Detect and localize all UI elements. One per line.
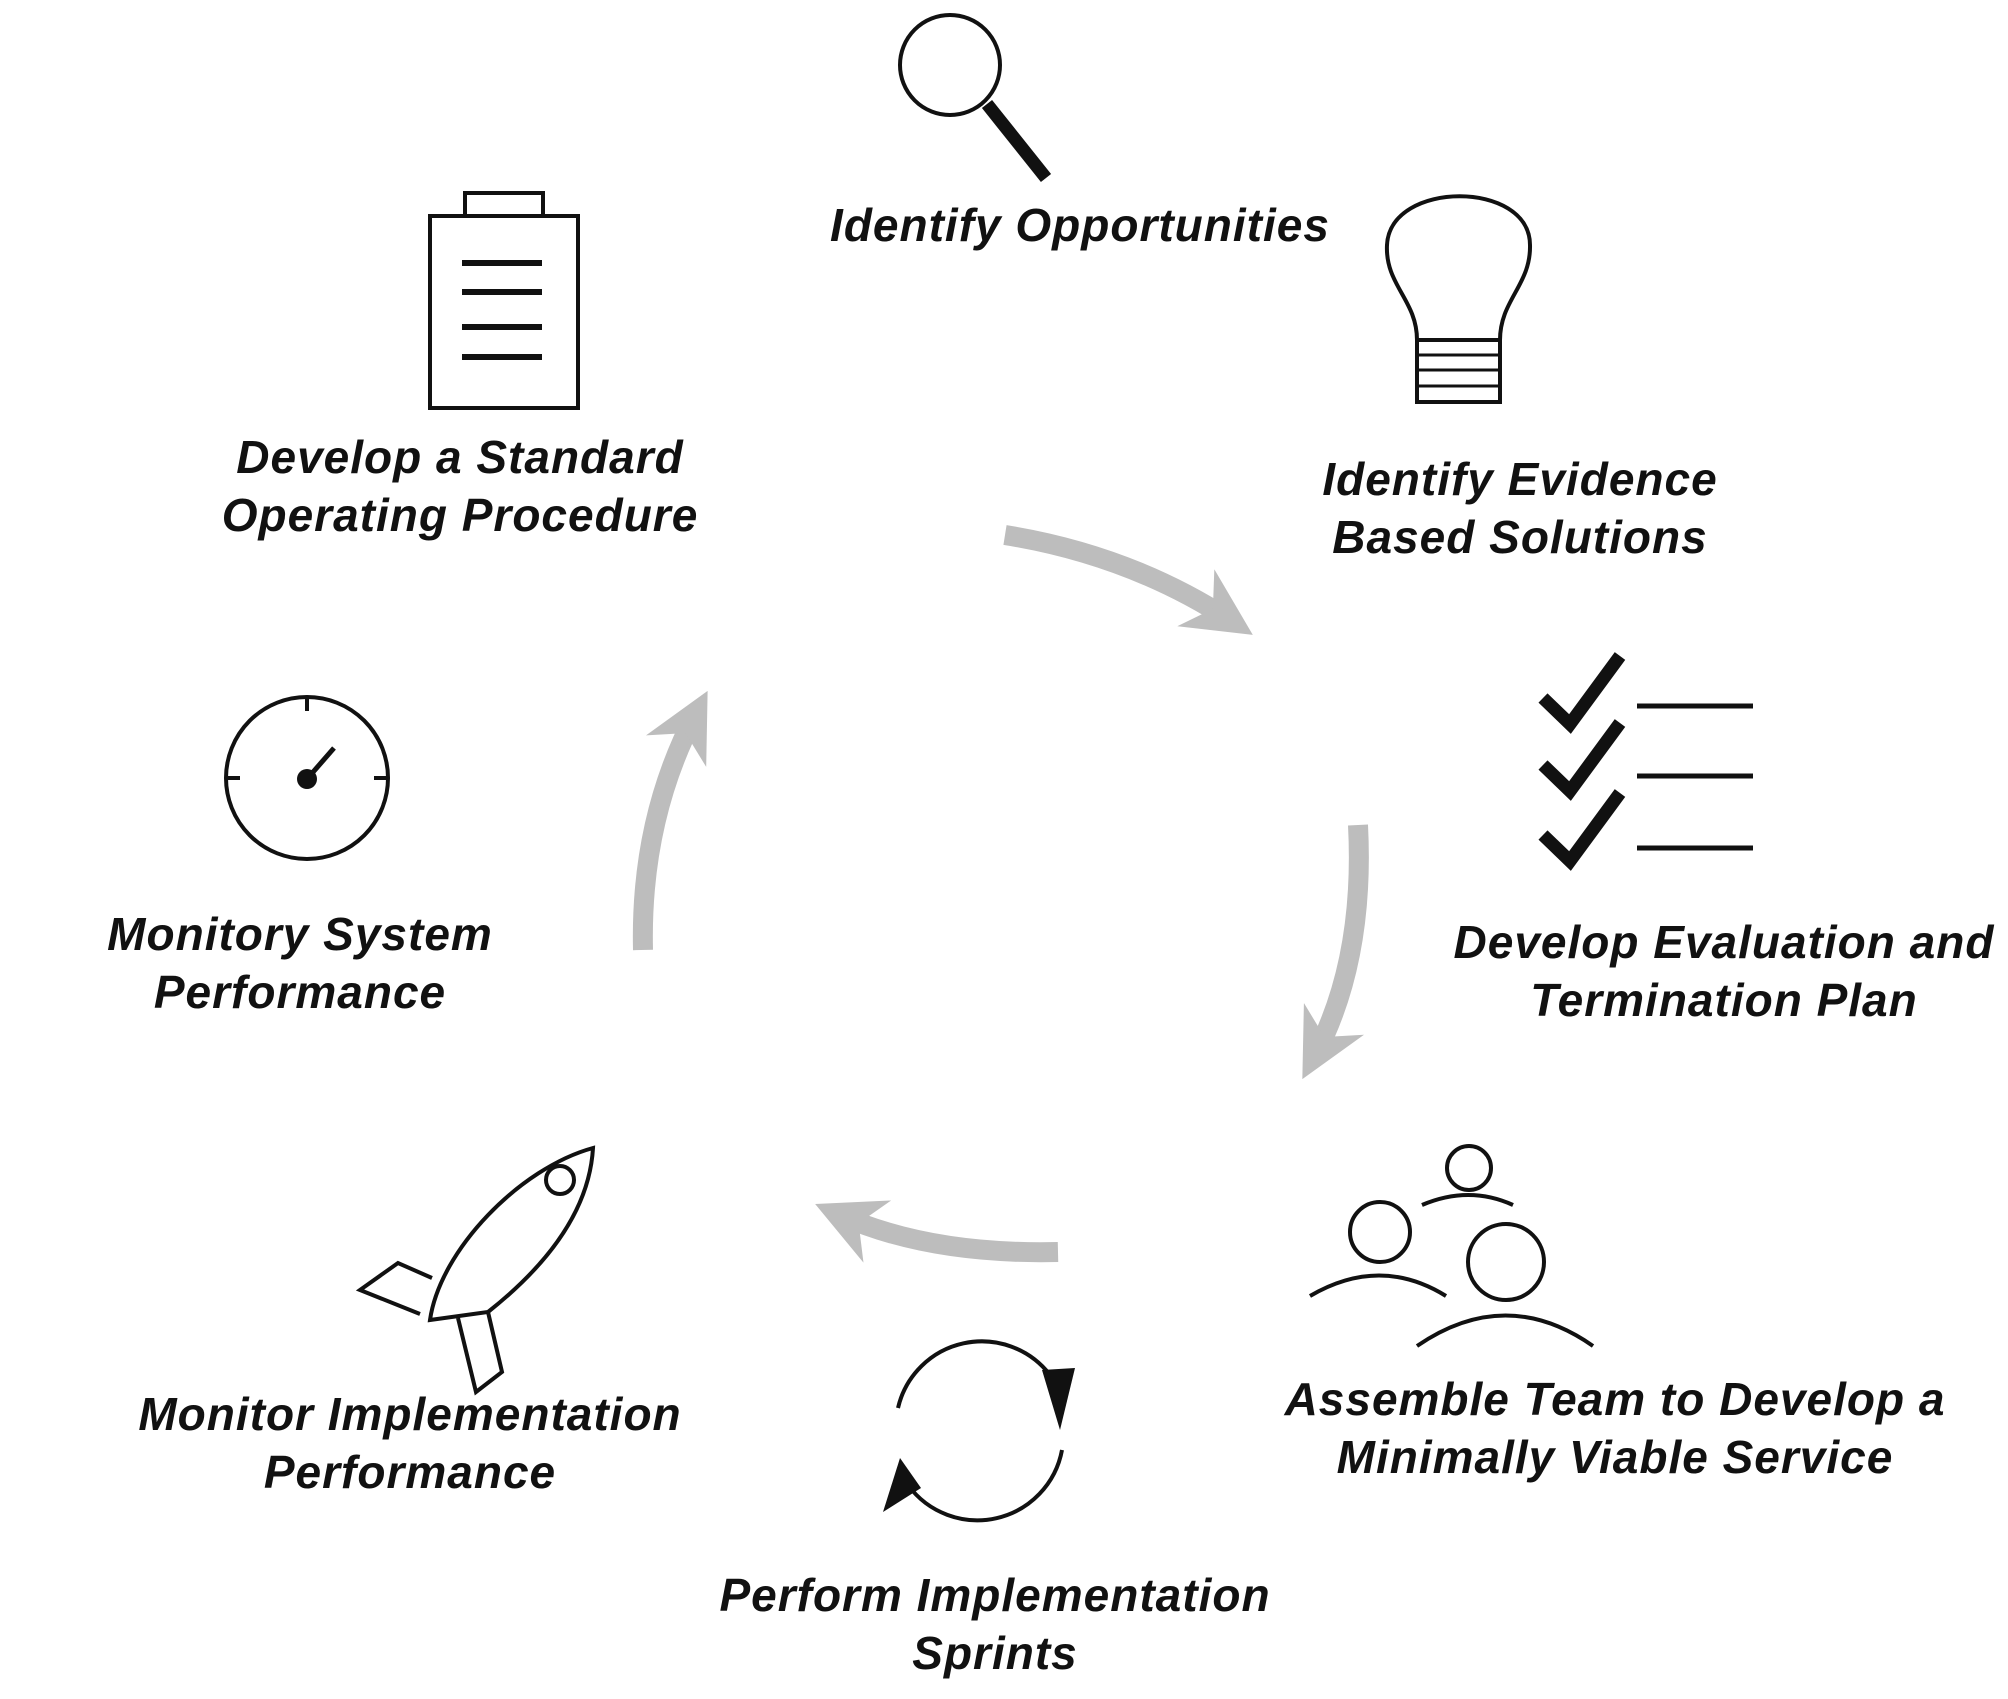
step-label-assemble-team: Assemble Team to Develop a Minimally Via… [1284, 1373, 1946, 1483]
cycle-arrow-bottom [815, 1200, 1059, 1263]
clipboard-icon [428, 191, 580, 410]
lightbulb-icon [1384, 194, 1533, 404]
step-label-identify-opportunities: Identify Opportunities [830, 199, 1330, 251]
cycle-arrow-top-right [1003, 525, 1253, 635]
step-label-monitory-system: Monitory System Performance [107, 908, 493, 1018]
step-label-standard-operating-procedure: Develop a Standard Operating Procedure [221, 431, 699, 541]
step-label-evaluation-plan: Develop Evaluation and Termination Plan [1453, 916, 1995, 1026]
cycle-arrow-right [1302, 824, 1369, 1080]
refresh-cycle-icon [883, 1339, 1075, 1523]
checklist-icon [1538, 652, 1753, 871]
team-icon [1308, 1144, 1595, 1348]
step-label-implementation-sprints: Perform Implementation Sprints [719, 1569, 1271, 1679]
step-label-monitor-implementation: Monitor Implementation Performance [138, 1388, 682, 1498]
gauge-icon [224, 695, 390, 861]
rocket-icon [355, 1145, 596, 1396]
magnifier-icon [898, 13, 1052, 183]
step-label-identify-evidence: Identify Evidence Based Solutions [1322, 453, 1718, 563]
cycle-arrow-left [632, 690, 708, 951]
